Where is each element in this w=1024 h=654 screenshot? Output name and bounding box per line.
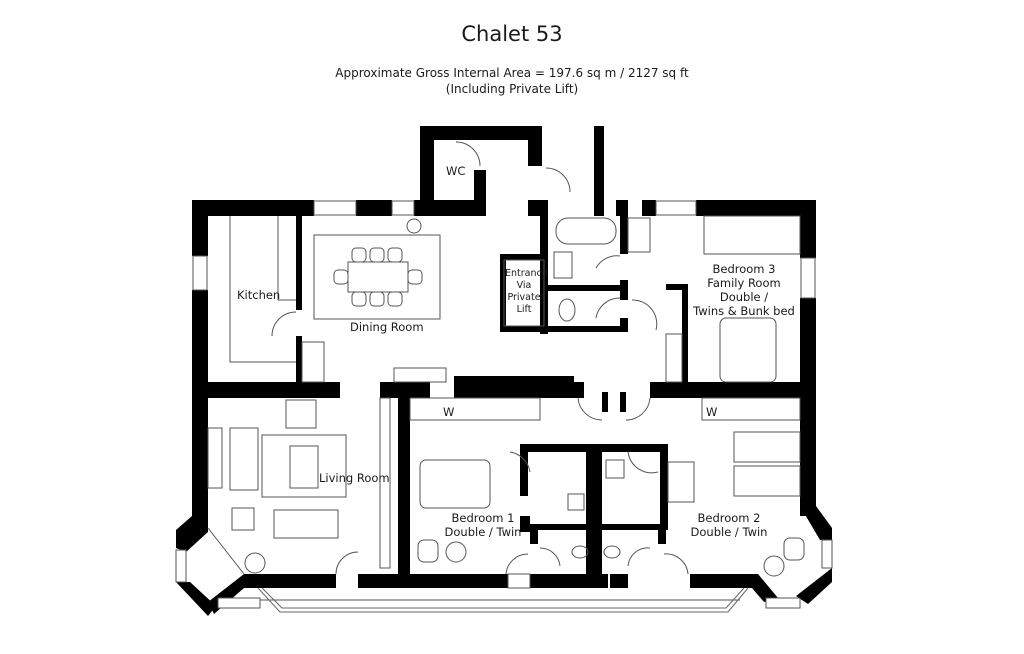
plan-title: Chalet 53 [461,22,563,46]
bedroom3-line-3: Double / [719,290,769,304]
area-caption: Approximate Gross Internal Area = 197.6 … [335,66,689,80]
entrance-line-2: Via [516,280,532,291]
room-label-wc: WC [446,164,466,178]
door-swings [271,141,689,575]
entrance-line-3: Private [507,292,541,303]
bedroom3-line-4: Twins & Bunk bed [693,304,795,318]
windows [175,200,833,609]
walls [176,126,832,616]
terrace-outline [257,587,749,613]
wardrobe-label-bedroom-1: W [443,405,455,419]
bedroom1-line-2: Double / Twin [444,525,522,539]
bedroom3-line-2: Family Room [707,276,781,290]
room-label-kitchen: Kitchen [237,288,281,302]
room-label-living: Living Room [319,471,390,485]
bedroom2-line-2: Double / Twin [690,525,768,539]
bedroom1-line-1: Bedroom 1 [451,511,515,525]
area-note: (Including Private Lift) [445,82,579,96]
room-label-dining: Dining Room [350,320,424,334]
furniture [207,215,805,577]
bedroom3-line-1: Bedroom 3 [712,262,776,276]
bedroom2-line-1: Bedroom 2 [697,511,761,525]
wardrobe-label-bedroom-2: W [706,405,718,419]
entrance-line-1: Entrance [505,268,548,279]
entrance-line-4: Lift [516,304,532,315]
